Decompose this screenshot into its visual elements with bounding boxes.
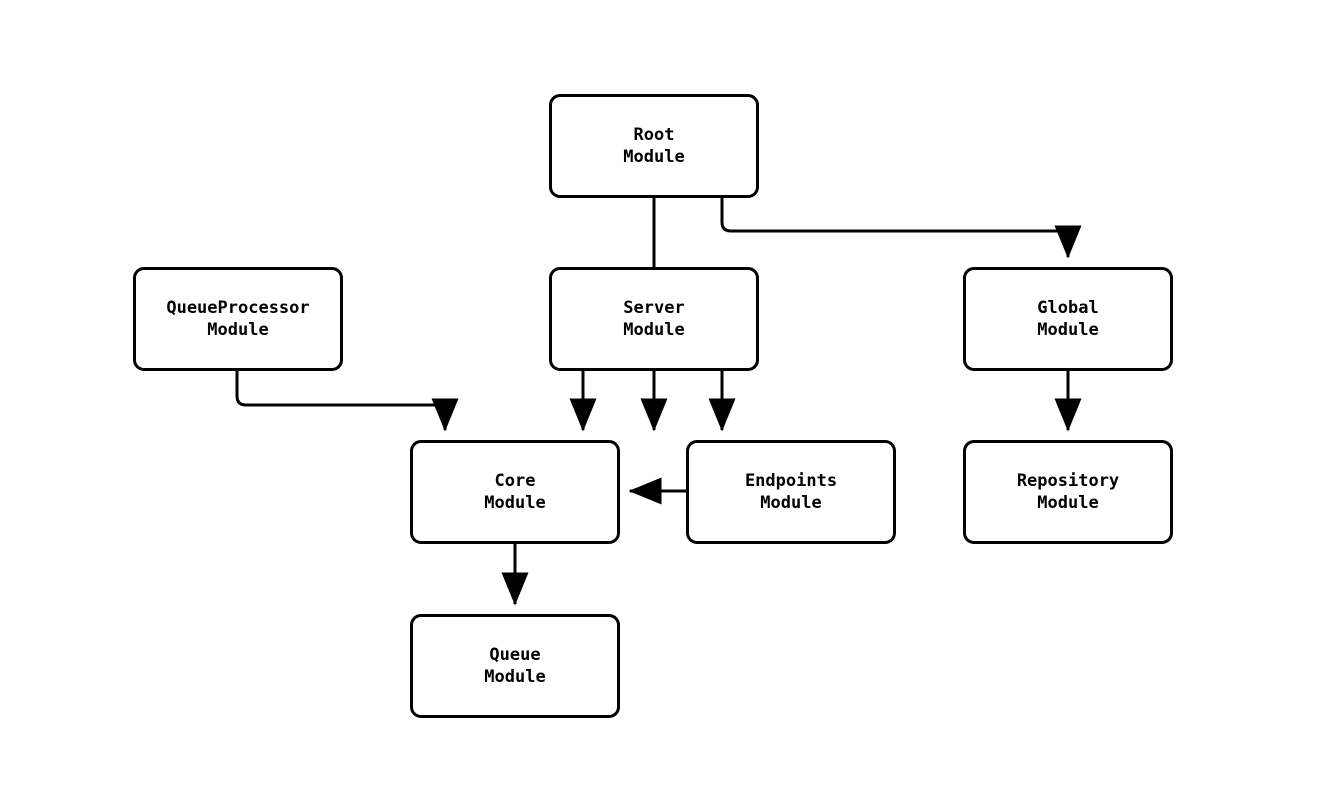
node-queueprocessor-label-line2: Module [207,320,269,340]
node-queueprocessor[interactable]: QueueProcessor Module [133,267,343,371]
node-root-label-line1: Root [633,125,675,145]
node-core-label-line1: Core [494,471,536,491]
node-global-label-line1: Global [1037,298,1099,318]
node-root[interactable]: Root Module [549,94,759,198]
node-endpoints[interactable]: Endpoints Module [686,440,896,544]
node-queue[interactable]: Queue Module [410,614,620,718]
node-queue-label-line1: Queue [489,645,541,665]
node-global-label-line2: Module [1037,320,1099,340]
node-global[interactable]: Global Module [963,267,1173,371]
edge-queueprocessor-to-core [235,371,459,432]
node-repository[interactable]: Repository Module [963,440,1173,544]
node-endpoints-label-line1: Endpoints [744,471,838,491]
node-repository-label-line2: Module [1037,493,1099,513]
node-server-label-line2: Module [623,320,685,340]
node-server[interactable]: Server Module [549,267,759,371]
edge-root-to-global [720,198,1082,259]
node-queueprocessor-label-line1: QueueProcessor [166,298,310,318]
node-core-label-line2: Module [484,493,546,513]
node-root-label-line2: Module [623,147,685,167]
node-endpoints-label-line2: Module [760,493,822,513]
node-server-label-line1: Server [623,298,685,318]
node-queue-label-line2: Module [484,667,546,687]
node-core[interactable]: Core Module [410,440,620,544]
node-repository-label-line1: Repository [1016,471,1120,491]
